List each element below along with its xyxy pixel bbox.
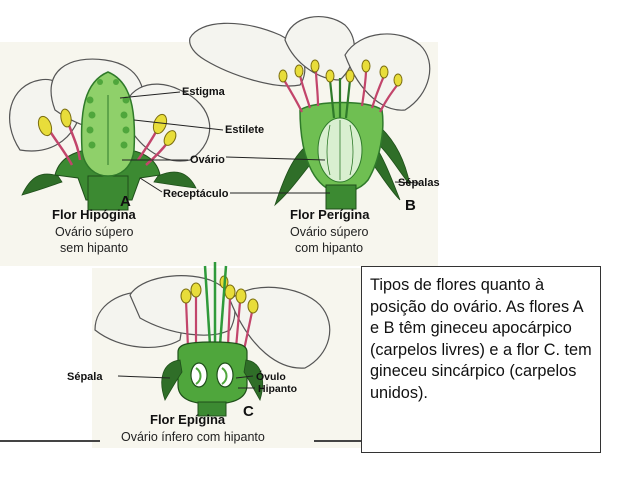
flower-b-diagram: Sépalas B Flor Perígina Ovário súpero co…	[189, 16, 440, 255]
flower-c-subtitle-1: Ovário ínfero com hipanto	[121, 430, 265, 444]
flower-b-carpels	[326, 120, 354, 180]
flower-c-leader-lines	[117, 375, 255, 389]
flower-c-diagram: Sépala Óvulo Hipanto C Flor Epígina Ovár…	[67, 262, 331, 444]
label-estigma: Estigma	[182, 86, 226, 98]
flower-b-petals	[189, 16, 431, 111]
label-sepalas: Sépalas	[398, 177, 440, 189]
flower-b-styles	[328, 78, 352, 119]
label-ovario: Ovário	[190, 154, 225, 166]
flower-a-anthers	[37, 108, 177, 146]
label-ovulo: Óvulo	[256, 370, 286, 383]
flower-c-sepals	[161, 359, 263, 401]
divider-line-right	[314, 440, 362, 442]
flower-a-letter: A	[120, 193, 131, 210]
flower-a-leader-lines	[119, 91, 224, 193]
flower-b-letter: B	[405, 197, 416, 214]
flower-c-ovules	[190, 362, 234, 388]
flower-a-diagram: Estigma Estilete Ovário Receptáculo A Fl…	[9, 58, 264, 255]
flower-c-title: Flor Epígina	[150, 412, 226, 427]
caption-text: Tipos de flores quanto à posição do ovár…	[370, 276, 592, 402]
flower-b-anthers	[278, 59, 403, 87]
label-sepala: Sépala	[67, 371, 103, 383]
flower-c-hypanthium	[177, 341, 248, 405]
label-estilete: Estilete	[225, 124, 264, 136]
flower-c-stem	[197, 401, 227, 417]
flower-c-filaments	[184, 296, 254, 351]
label-receptaculo: Receptáculo	[163, 188, 229, 200]
flower-b-leader-lines	[225, 156, 421, 194]
divider-line-left	[0, 440, 100, 442]
label-hipanto: Hipanto	[258, 383, 297, 395]
flower-a-sepals	[21, 171, 197, 196]
flower-b-stem	[325, 184, 357, 210]
flower-a-title: Flor Hipógina	[52, 207, 137, 222]
flower-a-subtitle-1: Ovário súpero	[55, 225, 134, 239]
flower-b-title: Flor Perígina	[290, 207, 370, 222]
flower-a-subtitle-2: sem hipanto	[60, 241, 128, 255]
flower-c-letter: C	[243, 403, 254, 420]
caption-box: Tipos de flores quanto à posição do ovár…	[361, 266, 601, 453]
flower-c-styles	[203, 262, 228, 346]
flower-a-carpel-bumps	[86, 79, 130, 149]
flower-b-subtitle-1: Ovário súpero	[290, 225, 369, 239]
flower-c-ovule-marks	[195, 367, 228, 385]
flower-b-subtitle-2: com hipanto	[295, 241, 363, 255]
